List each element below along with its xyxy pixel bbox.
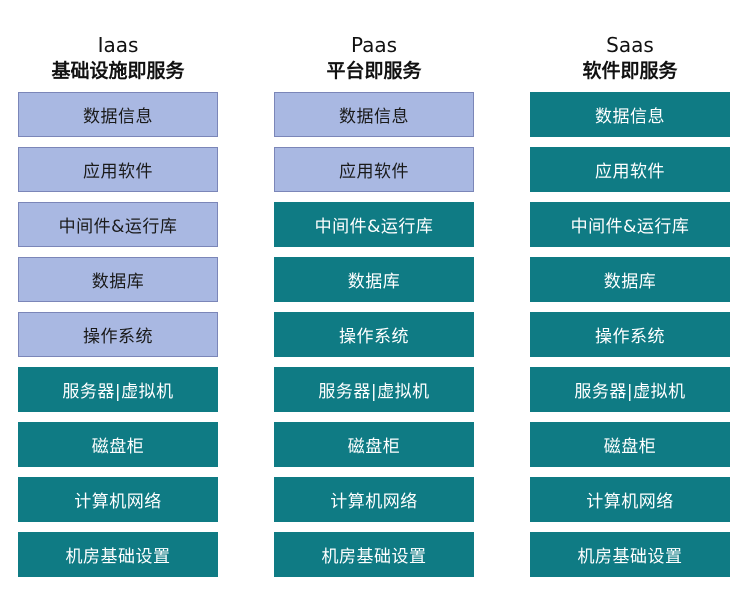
saas-title-en: Saas [606,33,654,57]
layer-box: 机房基础设置 [18,532,218,577]
layer-box: 计算机网络 [530,477,730,522]
layer-label: 数据库 [347,272,401,292]
layer-box: 数据信息 [18,92,218,137]
paas-title-zh: 平台即服务 [326,60,422,82]
layer-label: 数据库 [91,272,145,292]
layer-box: 操作系统 [530,312,730,357]
layer-box: 计算机网络 [274,477,474,522]
layer-box: 应用软件 [530,147,730,192]
layer-label: 服务器|虚拟机 [574,382,686,402]
layer-label: 应用软件 [339,162,409,182]
layer-box: 操作系统 [274,312,474,357]
layer-box: 中间件&运行库 [530,202,730,247]
layer-box: 数据信息 [530,92,730,137]
layer-label: 应用软件 [83,162,153,182]
layer-label: 数据库 [603,272,657,292]
layer-label: 磁盘柜 [347,437,401,457]
layer-label: 中间件&运行库 [570,217,690,237]
layer-label: 计算机网络 [586,492,674,512]
layer-box: 磁盘柜 [530,422,730,467]
layer-box: 机房基础设置 [274,532,474,577]
layer-label: 服务器|虚拟机 [318,382,430,402]
iaas-layer-stack: 数据信息应用软件中间件&运行库数据库操作系统服务器|虚拟机磁盘柜计算机网络机房基… [18,92,218,587]
layer-box: 操作系统 [18,312,218,357]
layer-box: 应用软件 [274,147,474,192]
saas-column: Saas 软件即服务 数据信息应用软件中间件&运行库数据库操作系统服务器|虚拟机… [530,34,730,577]
layer-box: 计算机网络 [18,477,218,522]
iaas-title-zh: 基础设施即服务 [51,60,185,82]
paas-column: Paas 平台即服务 数据信息应用软件中间件&运行库数据库操作系统服务器|虚拟机… [274,34,474,577]
layer-label: 计算机网络 [330,492,418,512]
layer-label: 操作系统 [339,327,409,347]
layer-label: 数据信息 [83,107,153,127]
layer-label: 中间件&运行库 [314,217,434,237]
layer-box: 中间件&运行库 [274,202,474,247]
iaas-column: Iaas 基础设施即服务 数据信息应用软件中间件&运行库数据库操作系统服务器|虚… [18,34,218,577]
layer-box: 磁盘柜 [274,422,474,467]
layer-label: 操作系统 [83,327,153,347]
layer-label: 计算机网络 [74,492,162,512]
layer-label: 应用软件 [595,162,665,182]
layer-label: 磁盘柜 [91,437,145,457]
iaas-header: Iaas 基础设施即服务 [18,34,218,90]
layer-label: 数据信息 [595,107,665,127]
paas-header: Paas 平台即服务 [274,34,474,90]
layer-label: 操作系统 [595,327,665,347]
layer-box: 磁盘柜 [18,422,218,467]
layer-box: 服务器|虚拟机 [274,367,474,412]
layer-label: 机房基础设置 [577,547,683,567]
layer-box: 数据库 [530,257,730,302]
layer-box: 应用软件 [18,147,218,192]
layer-label: 中间件&运行库 [58,217,178,237]
layer-label: 磁盘柜 [603,437,657,457]
layer-box: 服务器|虚拟机 [18,367,218,412]
paas-layer-stack: 数据信息应用软件中间件&运行库数据库操作系统服务器|虚拟机磁盘柜计算机网络机房基… [274,92,474,587]
saas-layer-stack: 数据信息应用软件中间件&运行库数据库操作系统服务器|虚拟机磁盘柜计算机网络机房基… [530,92,730,587]
layer-label: 机房基础设置 [65,547,171,567]
layer-box: 机房基础设置 [530,532,730,577]
layer-label: 机房基础设置 [321,547,427,567]
layer-box: 服务器|虚拟机 [530,367,730,412]
layer-box: 数据库 [274,257,474,302]
saas-header: Saas 软件即服务 [530,34,730,90]
layer-box: 数据库 [18,257,218,302]
iaas-title-en: Iaas [97,33,139,57]
layer-box: 数据信息 [274,92,474,137]
paas-title-en: Paas [350,33,398,57]
layer-label: 服务器|虚拟机 [62,382,174,402]
saas-title-zh: 软件即服务 [582,60,678,82]
layer-box: 中间件&运行库 [18,202,218,247]
layer-label: 数据信息 [339,107,409,127]
